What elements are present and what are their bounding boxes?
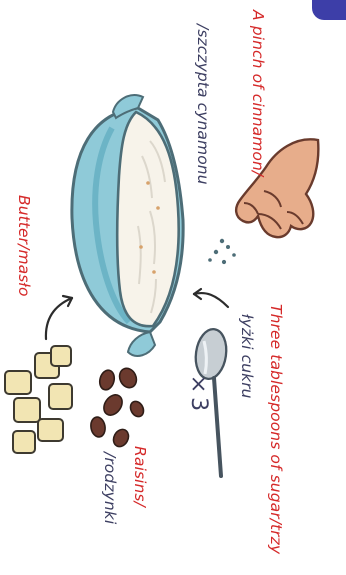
- butter-icon: [4, 345, 73, 454]
- raisins-label-en: Raisins/: [131, 446, 149, 507]
- sugar-label-en: Three tablespoons of sugar/trzy: [267, 304, 285, 555]
- hand-icon: [208, 138, 320, 265]
- spoon-icon: [194, 328, 228, 478]
- bowl-icon: [70, 94, 185, 357]
- raisin-icon: [90, 367, 145, 448]
- multiplier-label: ×3: [186, 372, 211, 412]
- cinnamon-label-pl: /szczypta cynamonu: [194, 24, 212, 185]
- butter-label: Butter/masło: [15, 195, 33, 297]
- sugar-label-pl: łyżki cukru: [238, 314, 256, 399]
- arrow-icon: [44, 287, 230, 341]
- cinnamon-label-en: A pinch of cinnamon/: [249, 10, 267, 177]
- raisins-label-pl: /rodzynki: [101, 452, 119, 525]
- corner-accent: [312, 0, 346, 20]
